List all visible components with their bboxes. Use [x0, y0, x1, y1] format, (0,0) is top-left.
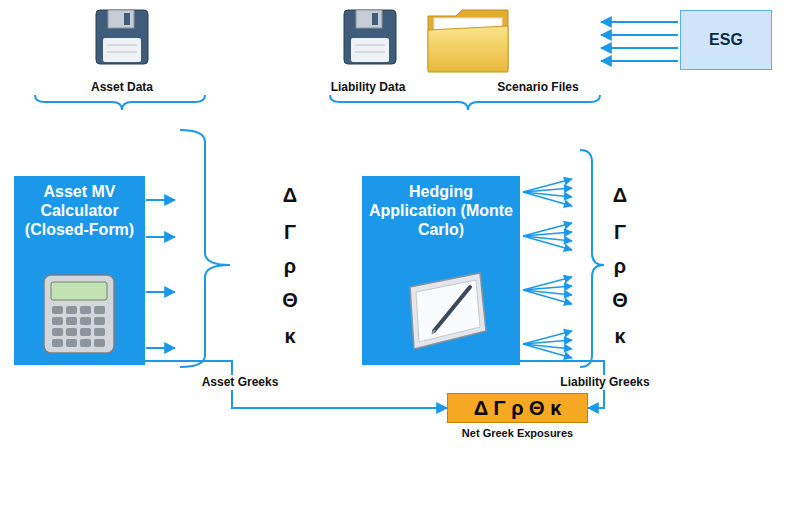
greek-letter: Δ	[610, 184, 630, 207]
node-title: Hedging Application (Monte Carlo)	[362, 176, 520, 239]
fan-arrow	[523, 344, 572, 358]
node-title: ESG	[709, 31, 743, 49]
brace	[35, 95, 205, 110]
greek-letter: Δ	[280, 184, 300, 207]
floppy-icon	[96, 10, 148, 64]
node-caption: Net Greek Exposures	[462, 427, 573, 439]
greek-letter: ρ	[611, 255, 629, 278]
greek-letter: κ	[281, 325, 298, 348]
greek-letter: Γ	[281, 221, 299, 244]
fan-arrow	[523, 188, 572, 192]
node-title: Δ Γ ρ Θ κ	[468, 397, 568, 420]
fan-arrow	[523, 192, 572, 206]
scenario-fan-arrows	[523, 179, 572, 358]
net-greeks-box: Δ Γ ρ Θ κNet Greek Exposures	[447, 393, 588, 423]
greeks-label: Asset Greeks	[199, 375, 282, 390]
fan-arrow	[523, 223, 572, 236]
fan-arrow	[523, 179, 572, 192]
fan-arrow	[523, 286, 572, 290]
greek-letter: ρ	[281, 255, 299, 278]
brace	[180, 130, 230, 367]
calculator-icon	[34, 267, 124, 357]
data-label: Liability Data	[328, 80, 409, 95]
flow-connector	[145, 361, 447, 408]
fan-arrow	[523, 331, 572, 344]
fan-arrow	[523, 232, 572, 236]
greeks-label: Liability Greeks	[557, 375, 652, 390]
esg-box: ESG	[680, 10, 772, 70]
output-arrows	[146, 200, 175, 348]
node-title: Asset MV Calculator (Closed-Form)	[14, 176, 145, 239]
folder-icon	[428, 10, 508, 72]
fan-arrow	[523, 340, 572, 344]
greek-letter: κ	[611, 325, 628, 348]
greek-letter: Θ	[279, 289, 301, 312]
greek-letter: Γ	[611, 221, 629, 244]
data-label: Scenario Files	[494, 80, 581, 95]
brace	[580, 150, 604, 367]
fan-arrow	[523, 236, 572, 250]
esg-arrows	[601, 22, 678, 61]
calculator-box: Asset MV Calculator (Closed-Form)	[14, 176, 145, 365]
fan-arrow	[523, 290, 572, 304]
brace	[330, 95, 600, 110]
data-label: Asset Data	[88, 80, 156, 95]
fan-arrow	[523, 277, 572, 290]
floppy-icon	[344, 10, 396, 64]
greek-letter: Θ	[609, 289, 631, 312]
hedging-app-box: Hedging Application (Monte Carlo)	[362, 176, 520, 365]
tablet-icon	[392, 267, 492, 357]
